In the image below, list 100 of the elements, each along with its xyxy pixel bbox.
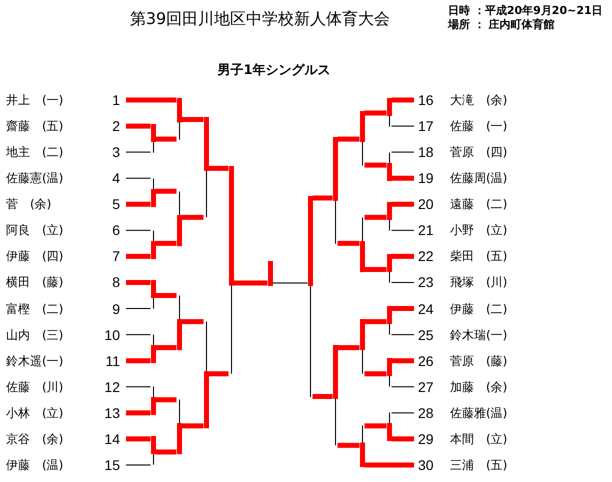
entry-number: 26 [418,352,434,369]
entry-number: 15 [104,456,120,473]
entry-number: 3 [112,144,120,160]
bracket-line [228,166,234,376]
bracket-line [364,162,386,168]
player-name: 齋藤 (五) [6,119,64,134]
bracket-line [391,126,414,127]
bracket-line [312,196,332,200]
player-name: 富樫 (二) [6,302,64,317]
event-date: 日時 ：平成20年9月20~21日 [448,4,603,17]
player-name: 鈴木瑞(一) [450,328,508,343]
bracket-line [150,332,156,364]
player-name: 横田 (藤) [6,275,64,290]
bracket-line [126,98,176,102]
bracket-line [364,319,386,324]
player-name: 菅 (余) [6,197,52,212]
bracket-line [391,230,414,231]
player-name: 佐藤 (川) [6,380,64,395]
bracket-line [338,345,360,350]
bracket-line [156,449,176,454]
bracket-line [150,280,156,312]
bracket-line [392,358,414,364]
bracket-line [332,345,338,448]
entry-number: 19 [418,170,434,186]
bracket-line [338,442,360,448]
bracket-line [204,319,208,428]
bracket-line [332,136,338,246]
bracket-line [126,334,151,336]
bracket-line [364,110,386,116]
bracket-line [182,319,204,324]
bracket-line [126,436,150,442]
event-venue: 場所 ： 庄内町体育館 [448,18,555,31]
bracket-line [150,124,156,155]
player-name: 柴田 (五) [450,249,508,264]
bracket-line [392,254,414,259]
entry-number: 12 [104,378,120,395]
bracket-line [360,423,364,468]
bracket-line [156,345,176,350]
bracket-line [150,384,156,416]
player-name: 伊藤 (温) [6,458,64,473]
player-name: 遠藤 (二) [450,197,508,212]
player-name: 佐藤雅(温) [450,406,508,421]
bracket-line [338,136,360,142]
bracket-line [360,319,364,376]
player-name: 菅原 (四) [450,145,508,160]
entry-number: 30 [418,456,434,473]
bracket-line [268,260,272,286]
player-name: 小野 (立) [450,223,508,238]
entry-number: 1 [112,92,120,108]
bracket-line [150,228,156,259]
bracket-line [156,136,176,142]
entry-number: 6 [112,222,120,238]
player-name: 菅原 (藤) [450,354,508,369]
event-category: 男子1年シングルス [217,63,331,79]
player-name: 伊藤 (二) [450,302,508,317]
player-name: 本間 (立) [450,432,508,447]
bracket-line [208,371,228,376]
player-name: 佐藤 (一) [450,119,508,134]
bracket-line [126,230,151,231]
bracket-line [176,293,182,350]
player-name: 佐藤憲(温) [6,171,64,186]
player-name: 佐藤周(温) [450,171,508,186]
player-name: 鈴木遥(一) [6,354,64,369]
entry-number: 18 [418,144,434,160]
bracket-line [176,98,182,142]
player-name: 三浦 (五) [450,458,508,473]
entry-number: 8 [112,274,120,290]
bracket-line [386,202,392,233]
bracket-line [392,436,414,442]
entry-number: 20 [418,196,434,212]
bracket-line [338,240,360,246]
player-name: 阿良 (立) [6,223,64,238]
bracket-line [182,214,204,220]
bracket-line [386,150,392,181]
player-name: 京谷 (余) [6,432,64,447]
bracket-line [386,410,392,442]
bracket-line [126,386,151,388]
bracket-line [364,423,386,428]
entry-number: 2 [112,118,120,134]
bracket-line [156,293,176,298]
bracket-line [126,358,150,364]
entry-number: 9 [112,300,120,317]
bracket-line [150,436,156,468]
bracket-line [364,266,386,272]
player-name: 飛塚 (川) [450,275,508,290]
entry-number: 4 [112,170,120,186]
bracket-line [126,202,150,207]
bracket-line [150,176,156,207]
bracket-line [126,410,150,416]
bracket-line [272,282,308,284]
player-name: 大滝 (余) [450,93,508,108]
bracket-line [386,306,392,338]
bracket-line [386,358,392,390]
entry-number: 7 [112,248,120,264]
entry-number: 10 [104,326,120,343]
bracket-line [308,196,312,400]
bracket-line [360,214,364,272]
bracket-line [176,397,182,454]
bracket-line [391,282,414,283]
player-name: 加藤 (余) [450,380,508,395]
